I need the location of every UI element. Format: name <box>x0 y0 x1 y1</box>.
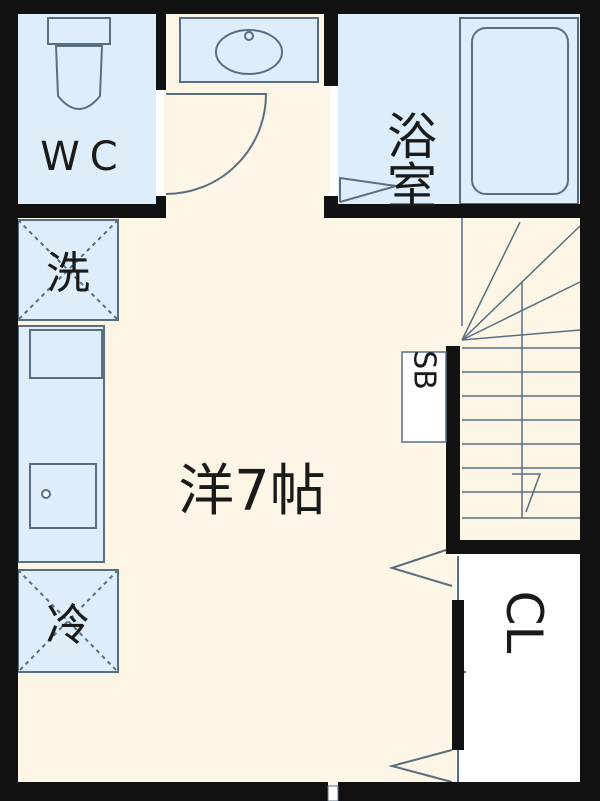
bath-label: 浴室 <box>379 110 437 210</box>
bathtub-icon <box>459 17 579 205</box>
door-arrow-upper <box>388 547 453 587</box>
main-room-label: 洋7帖 <box>178 459 326 524</box>
storage-box <box>401 351 447 443</box>
storage-label: SB <box>407 350 442 390</box>
door-arrow-lower <box>388 749 453 783</box>
door-swing <box>165 93 268 195</box>
closet-floor <box>466 556 580 782</box>
bath-door <box>339 176 397 203</box>
toilet-icon <box>47 17 111 110</box>
fridge-area <box>17 569 119 673</box>
washbasin-icon <box>179 17 319 83</box>
closet-label: CL <box>495 591 553 654</box>
staircase <box>461 214 581 519</box>
washer-area <box>17 219 119 321</box>
kitchen-counter <box>17 325 105 563</box>
washer-label: 洗 <box>46 248 90 299</box>
wc-label: WC <box>40 134 127 180</box>
fridge-label: 冷 <box>46 600 90 651</box>
stair-floor <box>456 214 580 544</box>
